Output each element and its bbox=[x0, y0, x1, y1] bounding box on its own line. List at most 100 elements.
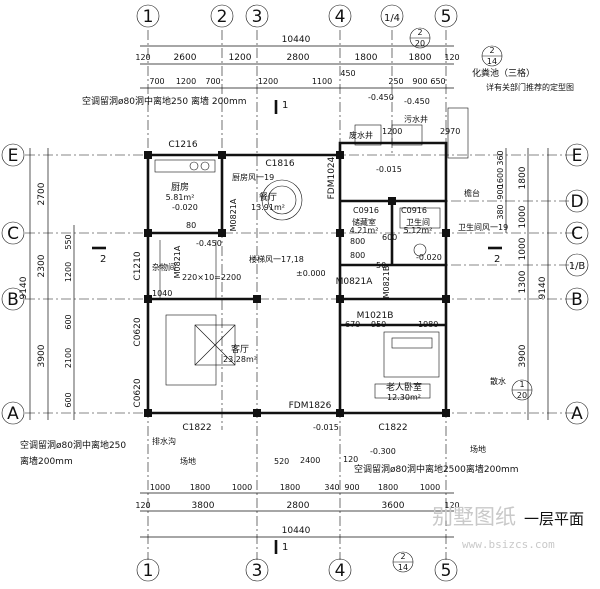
axis-top-1: 1 bbox=[143, 7, 154, 27]
room-elder-name: 老人卧室 bbox=[386, 381, 422, 393]
furniture bbox=[154, 107, 469, 399]
axis-bottom-5: 5 bbox=[441, 561, 452, 581]
note-waste-pit: 废水井 bbox=[349, 130, 373, 140]
dim-top-r2-0: 700 bbox=[149, 77, 164, 86]
note-septic-2: 详有关部门推荐的定型图 bbox=[486, 82, 574, 92]
axis-bubbles-bottom: 1 3 4 5 bbox=[136, 558, 458, 582]
note-ac-left-1: 空调留洞ø80洞中离地250 bbox=[20, 439, 126, 451]
sewage-pit bbox=[391, 124, 423, 146]
axis-left-C: C bbox=[7, 224, 19, 244]
axis-grid-lines bbox=[25, 30, 575, 560]
label-FDM1024: FDM1024 bbox=[327, 156, 337, 199]
dim-left-o-3: 9140 bbox=[19, 276, 29, 299]
dim-600: 600 bbox=[382, 233, 397, 242]
room-kitchen-area: 5.81m² bbox=[166, 193, 195, 202]
dim-right-o-4: 3900 bbox=[518, 344, 528, 367]
dim-top-r2-4: 1100 bbox=[312, 77, 332, 86]
door-window-labels: C1216 C1816 FDM1024 C0916 C0916 M0821A M… bbox=[133, 140, 427, 433]
detail-d-bot: 20 bbox=[517, 391, 527, 400]
dim-top-r1-5: 1800 bbox=[409, 53, 432, 63]
dim-670: 670 bbox=[345, 320, 360, 329]
kitchen-counter bbox=[154, 159, 216, 173]
elev-5: -0.020 bbox=[416, 253, 442, 262]
room-storage-area: 4.21m² bbox=[350, 226, 379, 235]
axis-bubbles-left: E C B A bbox=[1, 143, 25, 425]
axis-right-E: E bbox=[572, 146, 583, 166]
detail-a-bot: 20 bbox=[415, 39, 425, 48]
axis-top-2: 2 bbox=[217, 7, 228, 27]
axis-bubbles-top: 1 2 3 4 1/4 5 bbox=[136, 4, 458, 28]
detail-c-bot: 14 bbox=[398, 563, 408, 572]
note-yard: 檐台 bbox=[464, 188, 480, 198]
dim-bot-r1-1: 1800 bbox=[190, 483, 210, 492]
room-utility-name: 杂物间 bbox=[152, 262, 176, 272]
dimension-chain-left: 2700 2300 3900 9140 550 1200 600 600 210… bbox=[19, 148, 75, 420]
axis-left-E: E bbox=[8, 146, 19, 166]
note-gutter: 散水 bbox=[490, 376, 506, 386]
label-C0916-b: C0916 bbox=[401, 206, 427, 215]
room-labels: 厨房 5.81m² 餐厅 13.91m² 储藏室 4.21m² 卫生间 5.12… bbox=[152, 181, 432, 402]
dim-left-i-2: 600 bbox=[64, 314, 73, 329]
axis-bubbles-right: E D C 1/B B A bbox=[565, 143, 589, 425]
note-septic-1: 化粪池（三格） bbox=[472, 67, 535, 79]
note-ac-top: 空调留洞ø80洞中离地250 离墙 200mm bbox=[82, 95, 247, 107]
label-M0821A-c: M0821A bbox=[173, 245, 182, 278]
elev-7: -0.300 bbox=[370, 447, 396, 456]
dim-bot-r2-0: 120 bbox=[135, 501, 150, 510]
dim-top-r2-2: 700 bbox=[205, 77, 220, 86]
section-2-right: 2 bbox=[494, 254, 500, 265]
dim-right-o-3: 1300 bbox=[518, 270, 528, 293]
label-M0821A-b: M0821A bbox=[336, 277, 374, 287]
label-C1822-a: C1822 bbox=[182, 423, 211, 433]
elev-0: -0.450 bbox=[368, 93, 394, 102]
dim-top-r1-3: 2800 bbox=[287, 53, 310, 63]
axis-right-C: C bbox=[571, 224, 583, 244]
note-stair: 楼梯风一17,18 bbox=[249, 254, 304, 264]
title-block: 一层平面 别墅图纸 www.bsizcs.com bbox=[432, 505, 584, 551]
dim-left-i-1: 1200 bbox=[64, 262, 73, 282]
note-sewage-pit: 污水井 bbox=[404, 114, 428, 124]
label-C0620-a: C0620 bbox=[133, 317, 143, 346]
dim-bot-r2-3: 3600 bbox=[382, 501, 405, 511]
axis-bottom-1: 1 bbox=[143, 561, 154, 581]
dim-bot-r2-2: 2800 bbox=[287, 501, 310, 511]
dim-right-i-0: 1600 bbox=[496, 168, 505, 188]
elev-6: -0.015 bbox=[313, 423, 339, 432]
note-slope-1: 场地 bbox=[180, 456, 196, 466]
dim-top-r2-1: 1200 bbox=[176, 77, 196, 86]
section-1-bottom: 1 bbox=[282, 542, 288, 553]
elev-1: -0.015 bbox=[376, 165, 402, 174]
detail-c-top: 2 bbox=[400, 552, 405, 561]
dim-2970: 2970 bbox=[440, 127, 460, 136]
dim-top-r2-6: 250 bbox=[388, 77, 403, 86]
dim-bot-r1-5: 900 bbox=[344, 483, 359, 492]
sofa bbox=[165, 314, 217, 386]
dim-50: 50 bbox=[376, 261, 386, 270]
waste-pit bbox=[354, 124, 382, 146]
label-C1216: C1216 bbox=[168, 140, 197, 150]
elev-3: -0.450 bbox=[196, 239, 222, 248]
dim-top-r1-2: 1200 bbox=[229, 53, 252, 63]
dim-right-o-2: 1000 bbox=[518, 237, 528, 260]
note-bath-vent: 卫生间风一19 bbox=[458, 222, 508, 232]
label-C1210: C1210 bbox=[133, 251, 143, 280]
axis-right-A: A bbox=[571, 404, 583, 424]
room-kitchen-name: 厨房 bbox=[171, 181, 189, 193]
section-1-top: 1 bbox=[282, 100, 288, 111]
dim-1040: 1040 bbox=[152, 289, 172, 298]
dim-800a: 800 bbox=[350, 237, 365, 246]
dim-800b: 800 bbox=[350, 251, 365, 260]
label-M0821B: M0821B bbox=[382, 266, 391, 299]
floor-plan-title: 一层平面 bbox=[524, 510, 584, 528]
dim-right-o-0: 1800 bbox=[518, 166, 528, 189]
dim-bot-r1-6: 1800 bbox=[378, 483, 398, 492]
dim-left-o-1: 2300 bbox=[37, 254, 47, 277]
note-stair-dims: 220×10=2200 bbox=[182, 273, 241, 282]
dimension-chain-bottom: 1000 1800 1000 1800 340 900 1800 1000 12… bbox=[135, 483, 460, 538]
detail-a-top: 2 bbox=[417, 28, 422, 37]
section-2-left: 2 bbox=[100, 254, 106, 265]
dim-bot-r1-0: 1000 bbox=[150, 483, 170, 492]
annotations: 空调留洞ø80洞中离地250 离墙 200mm 空调留洞ø80洞中离地250 离… bbox=[20, 67, 574, 475]
structural-columns bbox=[144, 151, 450, 417]
